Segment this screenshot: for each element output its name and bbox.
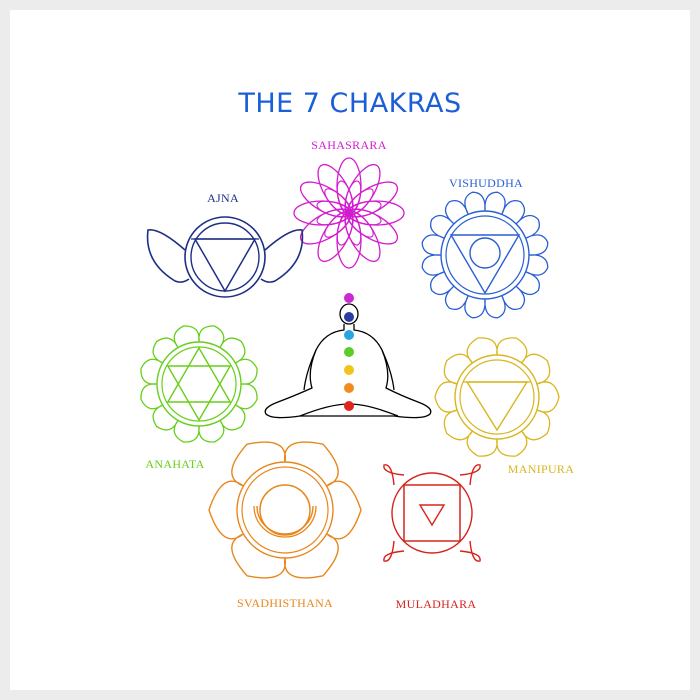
svadhisthana-lotus-icon <box>208 441 362 579</box>
label-muladhara: MULADHARA <box>395 597 477 611</box>
chakra-dot-4 <box>344 347 354 357</box>
ajna-eye-icon <box>146 216 304 298</box>
label-manipura: MANIPURA <box>507 462 575 476</box>
label-vishuddha: VISHUDDHA <box>448 176 524 190</box>
chakra-dot-2 <box>344 312 354 322</box>
vishuddha-lotus-icon <box>421 191 549 319</box>
page-title: THE 7 CHAKRAS <box>238 88 462 119</box>
chakra-dot-3 <box>344 330 354 340</box>
label-ajna: AJNA <box>207 191 239 205</box>
chakra-dot-5 <box>344 365 354 375</box>
anahata-star-icon <box>140 325 258 443</box>
label-svadhisthana: SVADHISTHANA <box>236 596 334 610</box>
label-anahata: ANAHATA <box>145 457 205 471</box>
muladhara-square-icon <box>383 464 481 562</box>
label-sahasrara: SAHASRARA <box>311 138 387 152</box>
chakra-dot-7 <box>344 401 354 411</box>
chakra-dot-1 <box>344 293 354 303</box>
manipura-lotus-icon <box>434 337 560 457</box>
sahasrara-lotus-icon <box>293 157 405 269</box>
chakra-dot-6 <box>344 383 354 393</box>
meditating-figure-icon <box>264 293 432 419</box>
